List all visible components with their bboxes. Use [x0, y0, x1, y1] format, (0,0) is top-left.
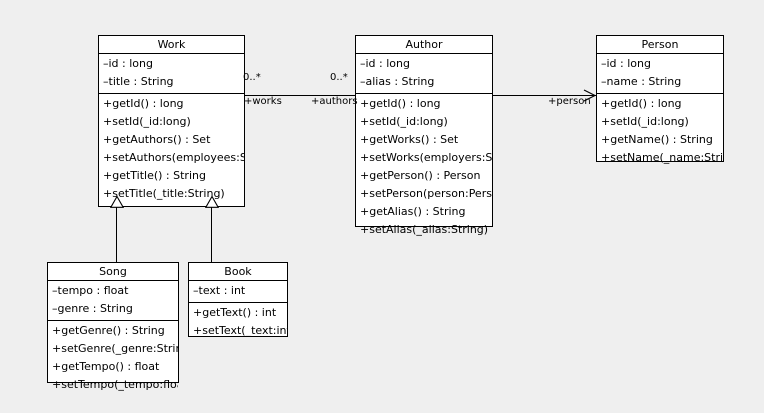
class-attributes-song: –tempo : float –genre : String	[48, 281, 178, 321]
method-row: +getId() : long	[103, 97, 184, 110]
class-name-book: Book	[189, 263, 287, 281]
attribute-row: –id : long	[360, 57, 410, 70]
class-name-author: Author	[356, 36, 492, 54]
role-authors: +authors	[311, 96, 358, 107]
role-person: +person	[548, 96, 591, 107]
method-row: +setText(_text:int)	[193, 324, 287, 337]
class-box-author[interactable]: Author –id : long –alias : String +getId…	[355, 35, 493, 236]
multiplicity-author-end: 0..*	[330, 72, 348, 83]
generalization-triangle-icon-song	[110, 196, 124, 208]
method-row: +setTempo(_tempo:float)	[52, 378, 178, 391]
role-works: +works	[244, 96, 282, 107]
attribute-row: –name : String	[601, 75, 682, 88]
class-methods-work: +getId() : long +setId(_id:long) +getAut…	[99, 94, 244, 205]
method-row: +setId(_id:long)	[360, 115, 448, 128]
method-row: +getWorks() : Set	[360, 133, 459, 146]
method-row: +getTempo() : float	[52, 360, 160, 373]
generalization-triangle-icon-book	[205, 196, 219, 208]
method-row: +setGenre(_genre:String)	[52, 342, 178, 355]
class-box-song[interactable]: Song –tempo : float –genre : String +get…	[47, 262, 179, 391]
multiplicity-work-end: 0..*	[243, 72, 261, 83]
class-name-work: Work	[99, 36, 244, 54]
method-row: +getAlias() : String	[360, 205, 466, 218]
attribute-row: –alias : String	[360, 75, 435, 88]
edge-song-work-vertical	[116, 207, 117, 263]
method-row: +getId() : long	[360, 97, 441, 110]
attribute-row: –genre : String	[52, 302, 133, 315]
edge-work-author	[245, 95, 355, 96]
attribute-row: –id : long	[601, 57, 651, 70]
class-attributes-person: –id : long –name : String	[597, 54, 723, 94]
method-row: +getId() : long	[601, 97, 682, 110]
class-methods-author: +getId() : long +setId(_id:long) +getWor…	[356, 94, 492, 241]
method-row: +getName() : String	[601, 133, 713, 146]
method-row: +getTitle() : String	[103, 169, 206, 182]
method-row: +getAuthors() : Set	[103, 133, 211, 146]
open-arrow-icon-person	[583, 89, 596, 102]
class-box-book[interactable]: Book –text : int +getText() : int +setTe…	[188, 262, 288, 337]
class-box-person[interactable]: Person –id : long –name : String +getId(…	[596, 35, 724, 164]
class-name-song: Song	[48, 263, 178, 281]
method-row: +setWorks(employers:Set)	[360, 151, 492, 164]
attribute-row: –text : int	[193, 284, 246, 297]
attribute-row: –title : String	[103, 75, 174, 88]
class-attributes-book: –text : int	[189, 281, 287, 303]
class-methods-person: +getId() : long +setId(_id:long) +getNam…	[597, 94, 723, 169]
method-row: +getGenre() : String	[52, 324, 165, 337]
class-methods-book: +getText() : int +setText(_text:int)	[189, 303, 287, 342]
method-row: +setName(_name:String)	[601, 151, 723, 164]
attribute-row: –id : long	[103, 57, 153, 70]
method-row: +setTitle(_title:String)	[103, 187, 225, 200]
method-row: +getText() : int	[193, 306, 277, 319]
method-row: +setPerson(person:Person)	[360, 187, 492, 200]
method-row: +setAuthors(employees:Set)	[103, 151, 244, 164]
class-attributes-work: –id : long –title : String	[99, 54, 244, 94]
class-methods-song: +getGenre() : String +setGenre(_genre:St…	[48, 321, 178, 396]
method-row: +setId(_id:long)	[103, 115, 191, 128]
attribute-row: –tempo : float	[52, 284, 129, 297]
method-row: +getPerson() : Person	[360, 169, 481, 182]
class-name-person: Person	[597, 36, 723, 54]
edge-book-work-vertical	[211, 207, 212, 263]
method-row: +setAlias(_alias:String)	[360, 223, 489, 236]
class-box-work[interactable]: Work –id : long –title : String +getId()…	[98, 35, 245, 207]
method-row: +setId(_id:long)	[601, 115, 689, 128]
edge-author-person	[493, 95, 596, 96]
class-attributes-author: –id : long –alias : String	[356, 54, 492, 94]
